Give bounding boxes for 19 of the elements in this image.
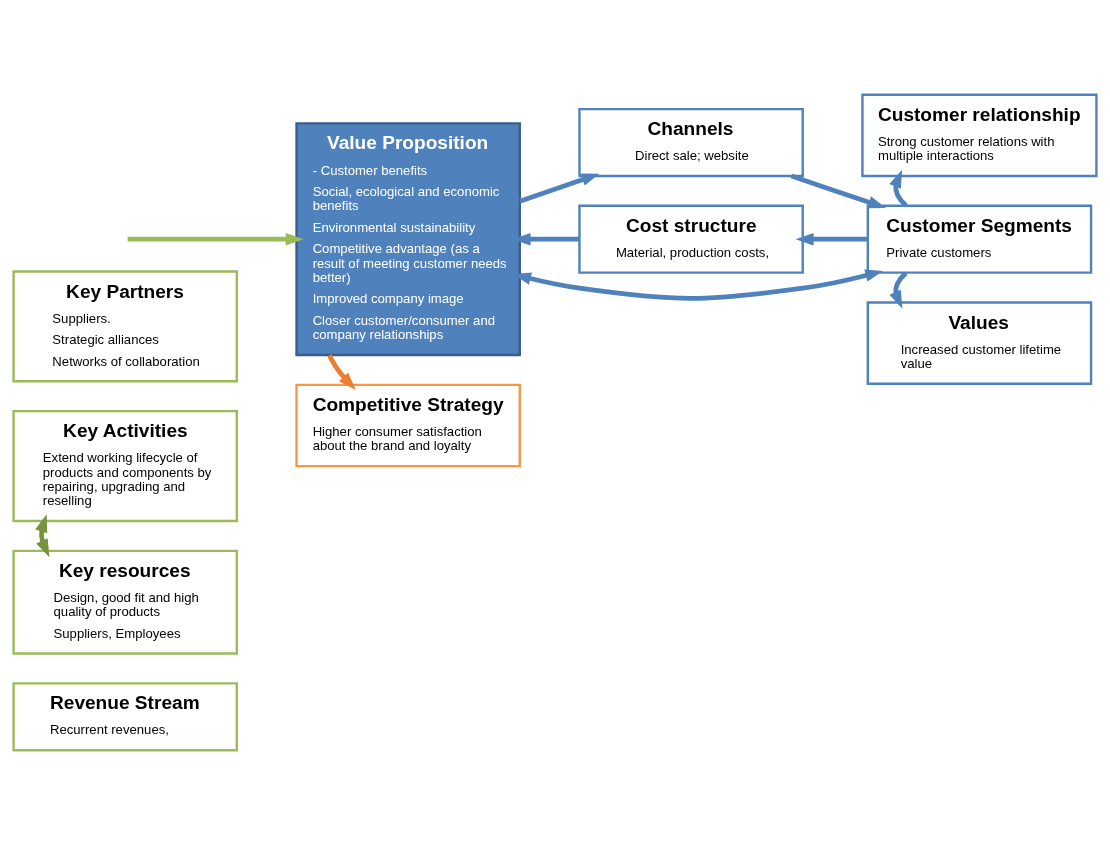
node-box: Value Proposition - Customer benefits Social, ecological and economic benefits Environmental sustainability Competitive advantage (as a result of meeting customer needs better) Improved company image Closer customer/consumer and company relationships	[295, 122, 521, 357]
arrow	[790, 173, 887, 209]
node-box: Revenue Stream Recurrent revenues,	[12, 682, 239, 752]
node-box: Competitive Strategy Higher consumer satisfaction about the brand and loyalty	[295, 383, 521, 468]
node-box: Cost structure Material, production costs,	[578, 204, 804, 274]
arrow	[889, 271, 908, 309]
arrow	[889, 169, 908, 208]
arrow	[327, 354, 356, 390]
node-box: Values Increased customer lifetime value	[866, 301, 1093, 385]
node-box: Channels Direct sale; website	[578, 107, 804, 178]
node-box: Customer relationship Strong customer relations with multiple interactions	[861, 93, 1098, 178]
node-box: Customer Segments Private customers	[866, 204, 1093, 274]
arrow	[795, 232, 868, 246]
arrow	[127, 232, 304, 246]
arrow	[519, 173, 600, 204]
node-box: Key Partners Suppliers. Strategic alliances Networks of collaboration	[12, 270, 239, 383]
node-box: Key resources Design, good fit and high quality of products Suppliers, Employees	[12, 549, 239, 655]
arrow	[35, 514, 50, 558]
node-box: Key Activities Extend working lifecycle of products and components by repairing, upgrading and reselling	[12, 409, 239, 523]
